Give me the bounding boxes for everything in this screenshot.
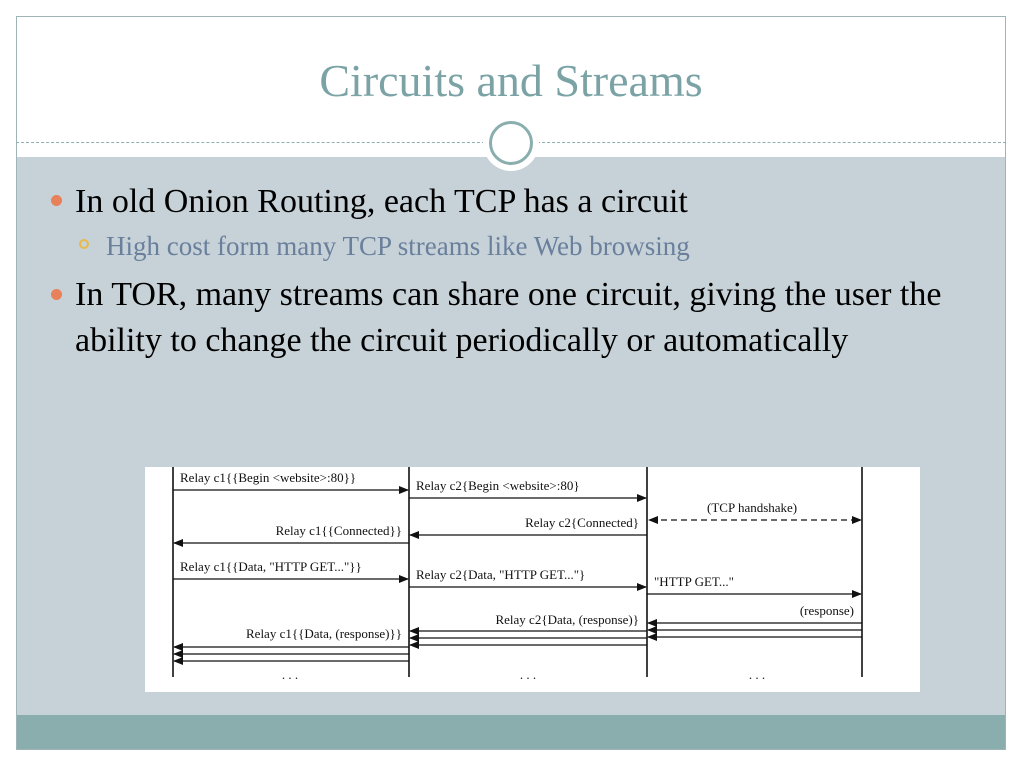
msg-label-6: Relay c1{{Data, "HTTP GET..."}} xyxy=(180,559,362,574)
sub-bullet-text-1: High cost form many TCP streams like Web… xyxy=(106,231,690,261)
sequence-diagram-svg: Relay c1{{Begin <website>:80}} Relay c2{… xyxy=(172,467,863,682)
footer-bar xyxy=(17,715,1005,749)
ellipsis-2: . . . xyxy=(520,667,536,682)
sub-bullet-item-1: High cost form many TCP streams like Web… xyxy=(76,226,968,266)
msg-label-2: Relay c2{Begin <website>:80} xyxy=(416,478,580,493)
ellipsis-3: . . . xyxy=(749,667,765,682)
msg-label-5: Relay c2{Connected} xyxy=(525,515,639,530)
msg-arrow-3-back-head xyxy=(648,516,658,524)
msg-label-4: Relay c1{{Connected}} xyxy=(276,523,402,538)
msg-label-10: Relay c2{Data, (response)} xyxy=(495,612,639,627)
msg-label-9: (response) xyxy=(800,603,854,618)
msg-label-8: "HTTP GET..." xyxy=(654,574,734,589)
msg-label-1: Relay c1{{Begin <website>:80}} xyxy=(180,470,356,485)
decorative-ring-icon xyxy=(483,115,539,171)
bullet-dot-icon xyxy=(51,195,62,206)
msg-label-11: Relay c1{{Data, (response)}} xyxy=(246,626,402,641)
ellipsis-1: . . . xyxy=(282,667,298,682)
bullet-dot-icon xyxy=(51,289,62,300)
ring-inner xyxy=(489,121,533,165)
msg-label-3: (TCP handshake) xyxy=(707,500,797,515)
bullet-text-1: In old Onion Routing, each TCP has a cir… xyxy=(75,183,688,220)
bullet-item-1: In old Onion Routing, each TCP has a cir… xyxy=(48,178,968,226)
bullet-text-2: In TOR, many streams can share one circu… xyxy=(75,276,942,359)
bullet-list: In old Onion Routing, each TCP has a cir… xyxy=(48,178,968,364)
msg-label-7: Relay c2{Data, "HTTP GET..."} xyxy=(416,567,585,582)
sub-bullet-ring-icon xyxy=(79,239,89,249)
sequence-diagram: Relay c1{{Begin <website>:80}} Relay c2{… xyxy=(145,467,920,692)
bullet-item-2: In TOR, many streams can share one circu… xyxy=(48,272,968,364)
slide-title: Circuits and Streams xyxy=(319,55,703,106)
title-area: Circuits and Streams xyxy=(16,16,1006,142)
